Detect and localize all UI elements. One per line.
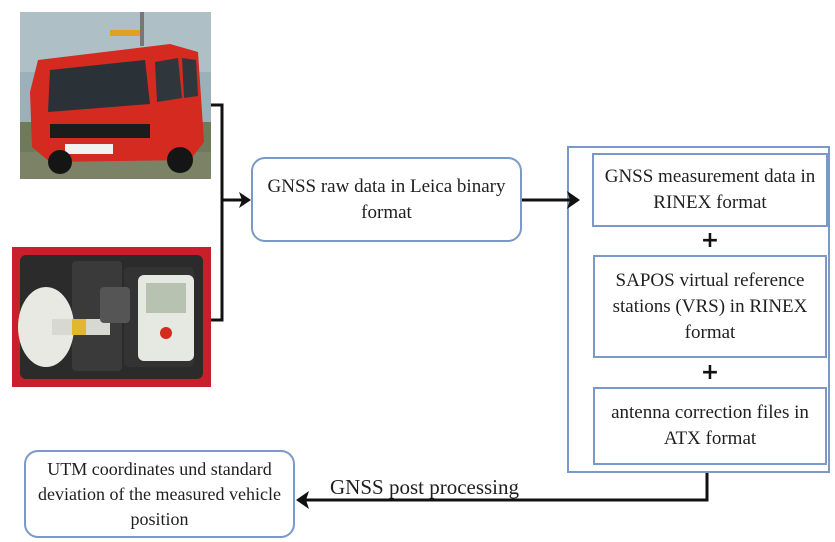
post-processing-label: GNSS post processing	[330, 475, 520, 499]
red-van-icon	[20, 12, 211, 179]
plus-operator-1: +	[700, 228, 720, 253]
arrowhead-inputs	[567, 191, 580, 209]
utm-result-text: UTM coordinates und standard deviation o…	[38, 458, 281, 529]
utm-result-box: UTM coordinates und standard deviation o…	[24, 450, 295, 538]
sapos-vrs-text: SAPOS virtual reference stations (VRS) i…	[612, 269, 808, 343]
antenna-correction-box: antenna correction files in ATX format	[593, 387, 827, 465]
arrowhead-raw-data	[239, 192, 251, 208]
photo-bracket-line	[211, 103, 224, 322]
rinex-measurement-box: GNSS measurement data in RINEX format	[592, 153, 828, 227]
raw-data-box: GNSS raw data in Leica binary format	[251, 157, 522, 242]
receiver-photo	[12, 247, 211, 387]
plus-operator-2: +	[700, 360, 720, 385]
arrow-to-result-line	[306, 473, 709, 502]
gnss-receiver-case-icon	[12, 247, 211, 387]
antenna-correction-text: antenna correction files in ATX format	[611, 402, 809, 449]
rinex-measurement-text: GNSS measurement data in RINEX format	[604, 166, 816, 213]
vehicle-photo	[20, 12, 211, 179]
sapos-vrs-box: SAPOS virtual reference stations (VRS) i…	[593, 255, 827, 358]
arrowhead-result	[296, 491, 309, 509]
raw-data-text: GNSS raw data in Leica binary format	[267, 175, 506, 223]
